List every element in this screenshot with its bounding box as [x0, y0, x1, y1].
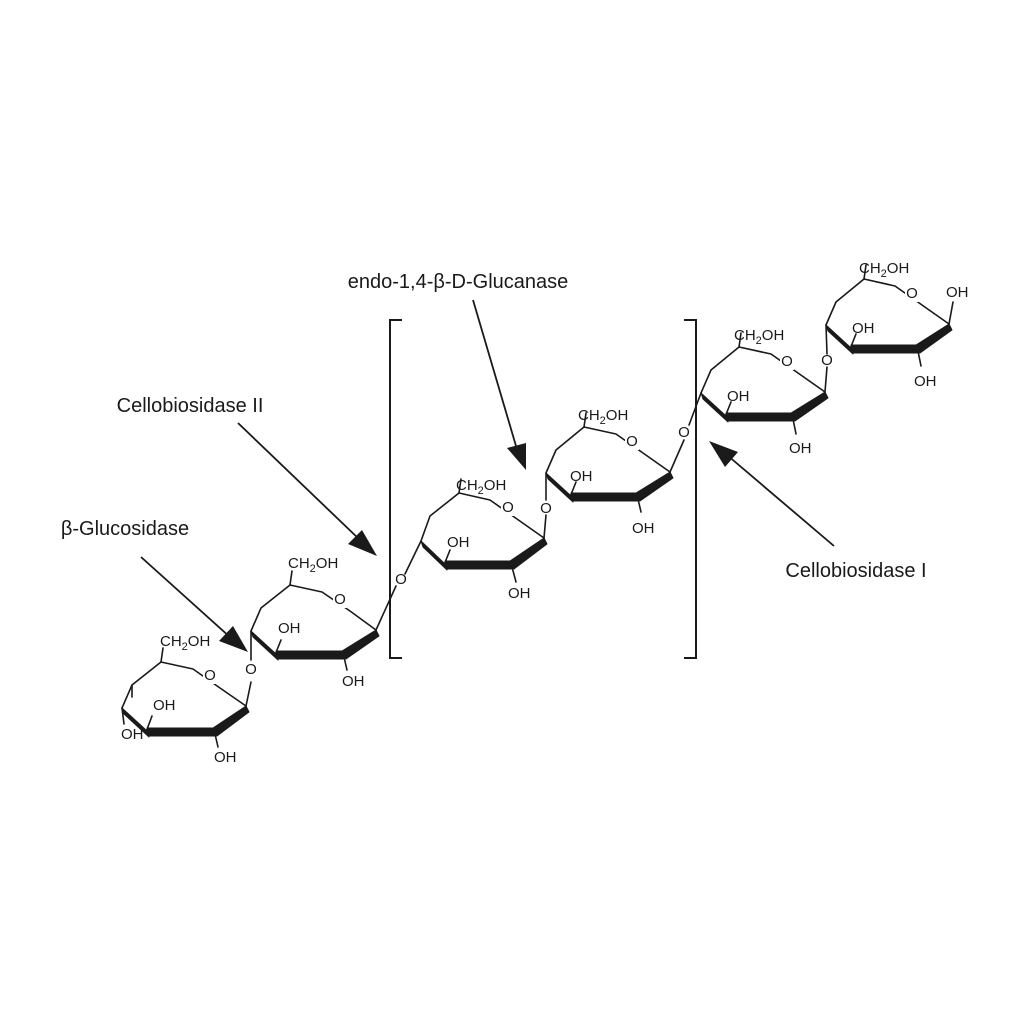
- glycosidic-oxygen: O: [678, 424, 690, 441]
- ch2oh-group: CH2OH: [578, 407, 628, 427]
- hydroxyl-label: OH: [789, 440, 812, 457]
- ch2oh-group: CH2OH: [288, 555, 338, 575]
- hydroxyl-label: OH: [342, 673, 365, 690]
- ch2oh-group: CH2OH: [456, 477, 506, 497]
- endoglucanase-arrow: [472, 299, 526, 470]
- glycosidic-oxygen: O: [821, 352, 833, 369]
- glucose-unit-2: O CH2OH OH OH: [250, 555, 397, 690]
- cellobiosidase-2-arrow: [237, 422, 377, 556]
- glucose-unit-6: O CH2OH OH OH OH: [825, 260, 969, 390]
- ring-oxygen: O: [502, 499, 514, 516]
- ch2oh-group: CH2OH: [859, 260, 909, 280]
- glycosidic-oxygen: O: [245, 661, 257, 678]
- ring-oxygen: O: [626, 433, 638, 450]
- ring-oxygen: O: [781, 353, 793, 370]
- hydroxyl-label: OH: [852, 320, 875, 337]
- glucose-unit-4: O CH2OH OH OH: [545, 407, 685, 537]
- hydroxyl-label: OH: [121, 726, 144, 743]
- hydroxyl-label: OH: [214, 749, 237, 766]
- hydroxyl-label: OH: [508, 585, 531, 602]
- ch2oh-group: CH2OH: [160, 633, 210, 653]
- cellobiosidase-1-label: Cellobiosidase I: [785, 560, 926, 582]
- cellobiosidase-1-arrow: [709, 441, 835, 547]
- ring-oxygen: O: [334, 591, 346, 608]
- hydroxyl-label: OH: [727, 388, 750, 405]
- glucose-unit-3: O CH2OH OH OH: [404, 477, 548, 602]
- beta-glucosidase-arrow: [140, 556, 248, 652]
- ring-oxygen: O: [906, 285, 918, 302]
- glucose-unit-1: O CH2OH OH OH OH: [121, 633, 252, 766]
- glucose-unit-5: O CH2OH OH OH: [688, 327, 829, 457]
- ch2oh-group: CH2OH: [734, 327, 784, 347]
- hydroxyl-label: OH: [570, 468, 593, 485]
- hydroxyl-label: OH: [153, 697, 176, 714]
- left-bracket: [389, 319, 402, 659]
- hydroxyl-label: OH: [278, 620, 301, 637]
- ring-oxygen: O: [204, 667, 216, 684]
- hydroxyl-label: OH: [946, 284, 969, 301]
- hydroxyl-label: OH: [632, 520, 655, 537]
- cellobiosidase-2-label: Cellobiosidase II: [117, 395, 264, 417]
- hydroxyl-label: OH: [914, 373, 937, 390]
- glycosidic-oxygen: O: [395, 571, 407, 588]
- right-bracket: [684, 319, 697, 659]
- endoglucanase-label: endo-1,4-β-D-Glucanase: [348, 271, 569, 293]
- glycosidic-oxygen: O: [540, 500, 552, 517]
- beta-glucosidase-label: β-Glucosidase: [61, 518, 189, 540]
- hydroxyl-label: OH: [447, 534, 470, 551]
